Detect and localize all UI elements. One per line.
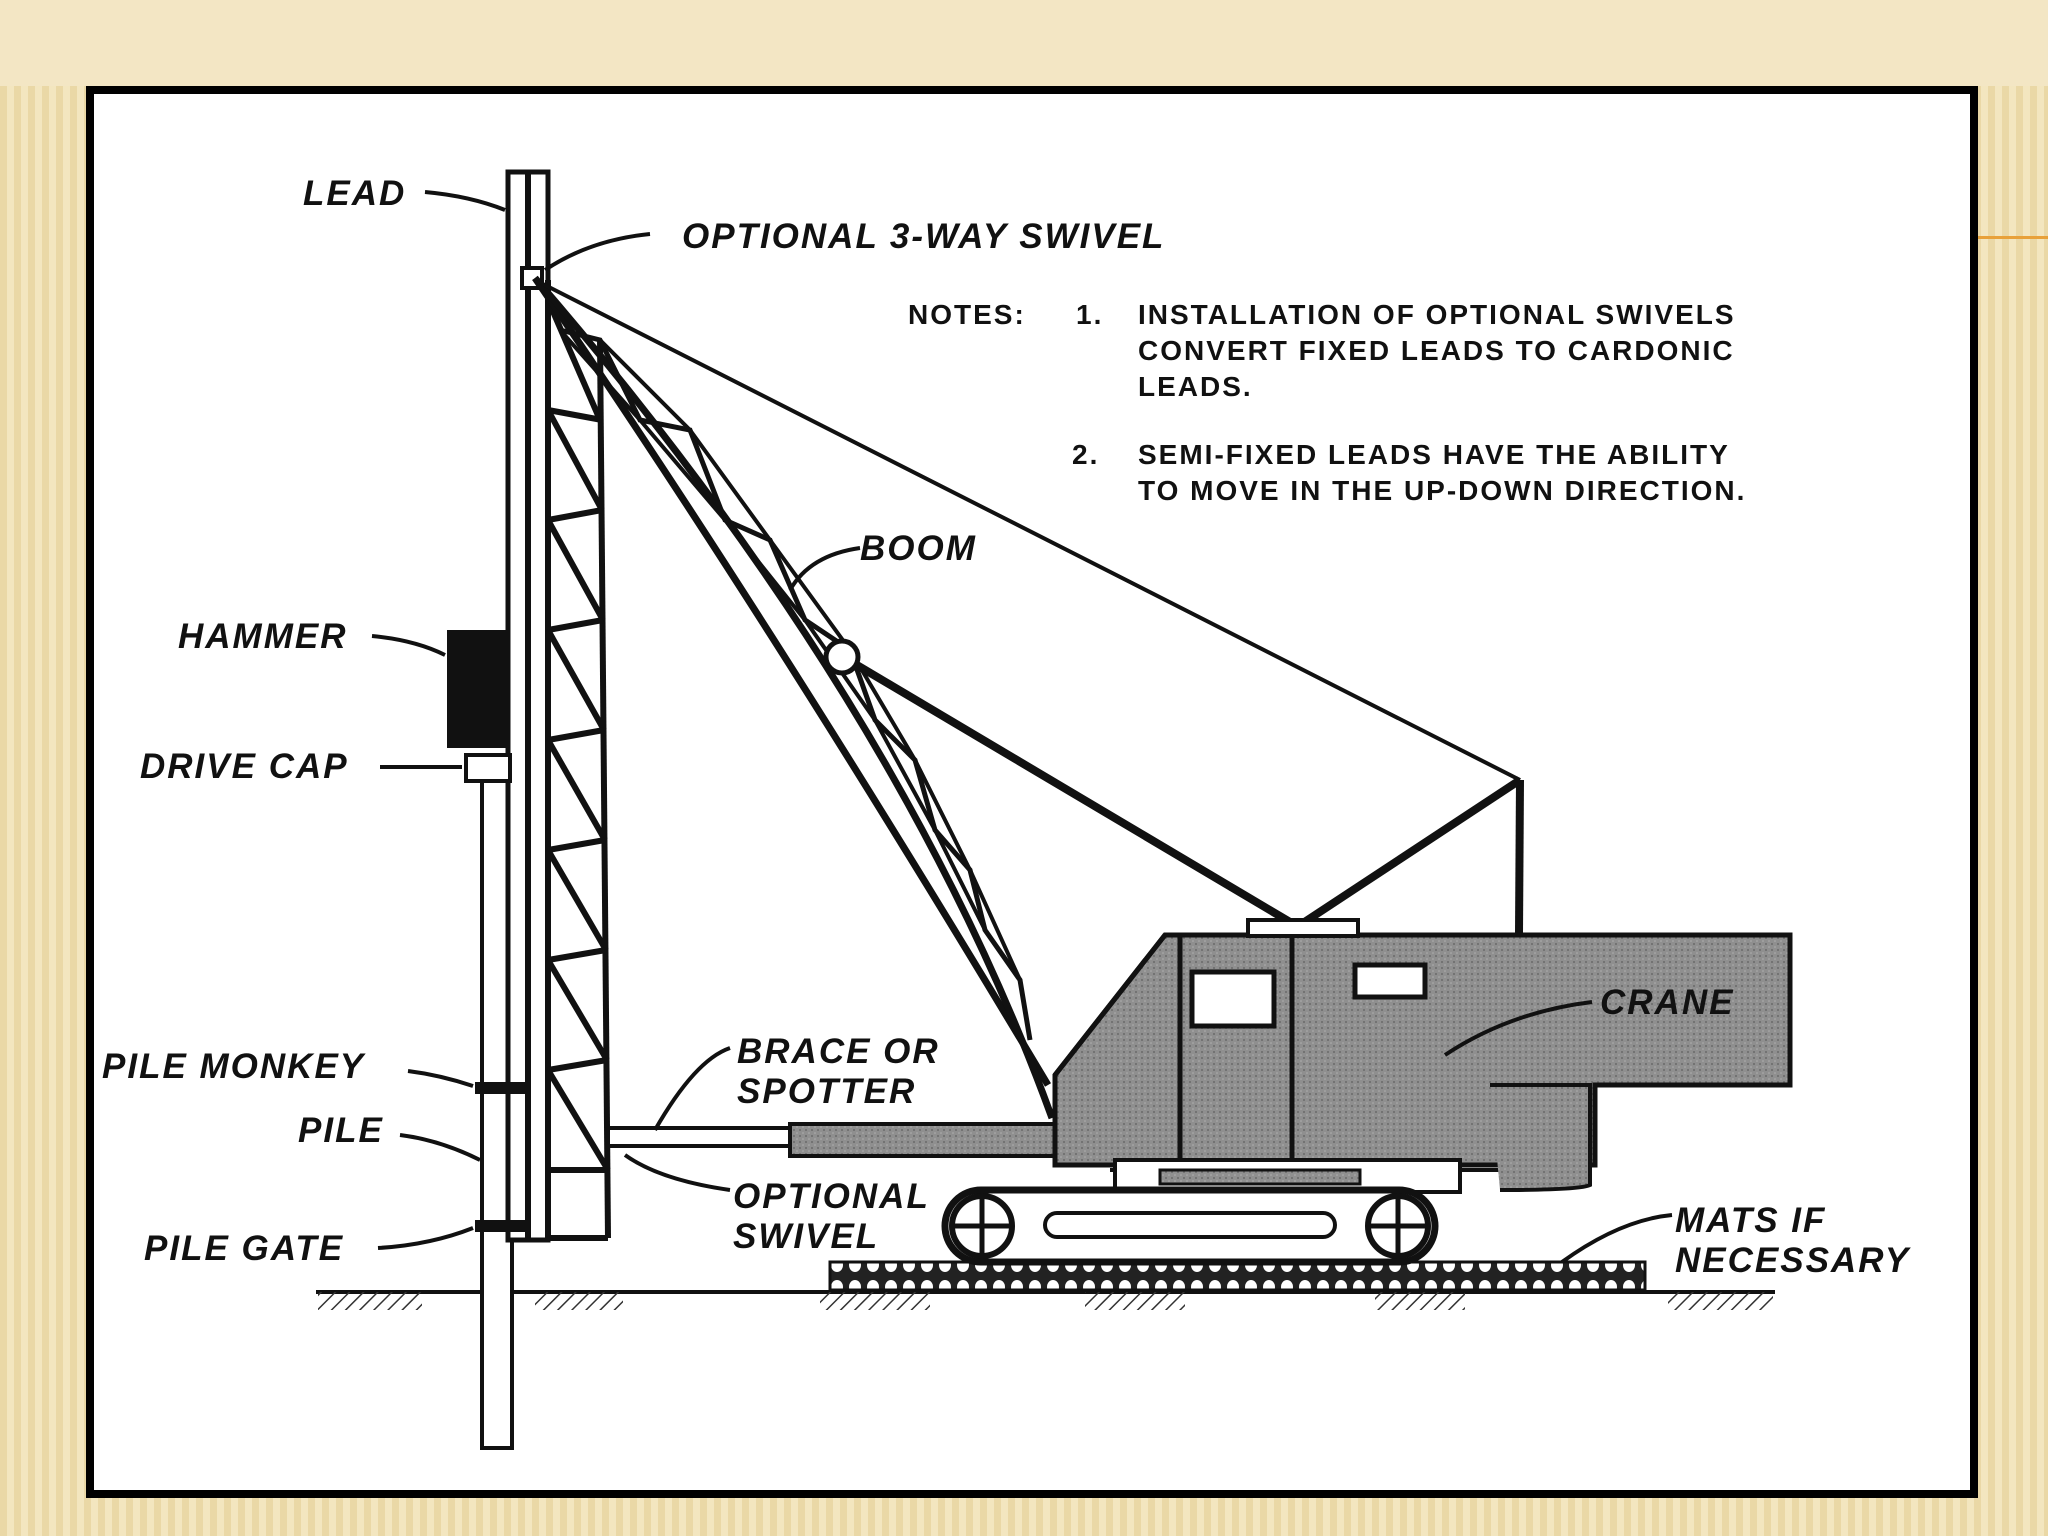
- crawler-tracks: [941, 1186, 1439, 1266]
- note-2-number: 2.: [1072, 439, 1099, 470]
- brace-spotter: [606, 1122, 1062, 1158]
- note-1-number: 1.: [1076, 299, 1103, 330]
- label-hammer: HAMMER: [178, 617, 347, 656]
- pile-gate-band: [475, 1220, 525, 1232]
- leader-lines: [371, 190, 1673, 1264]
- label-optional: OPTIONAL: [733, 1177, 930, 1216]
- note-1-line-2: CONVERT FIXED LEADS TO CARDONIC: [1138, 335, 1735, 366]
- pendant-line: [534, 278, 1521, 782]
- note-1-line-1: INSTALLATION OF OPTIONAL SWIVELS: [1138, 299, 1736, 330]
- notes-block: NOTES: 1. INSTALLATION OF OPTIONAL SWIVE…: [908, 299, 1746, 506]
- slide-accent-line: [1965, 236, 2048, 239]
- note-1-line-3: LEADS.: [1138, 371, 1253, 402]
- boom: [532, 275, 1056, 1120]
- label-optional-3-way-swivel: OPTIONAL 3-WAY SWIVEL: [682, 217, 1165, 256]
- slide-top-band: [0, 0, 2048, 86]
- label-pile-gate: PILE GATE: [144, 1229, 344, 1268]
- label-mats-if: MATS IF: [1675, 1201, 1826, 1240]
- label-swivel: SWIVEL: [733, 1217, 879, 1256]
- label-necessary: NECESSARY: [1675, 1241, 1911, 1280]
- label-crane: CRANE: [1600, 983, 1734, 1022]
- label-spotter: SPOTTER: [737, 1072, 916, 1111]
- lead-lattice: [545, 280, 611, 1241]
- note-2-line-2: TO MOVE IN THE UP-DOWN DIRECTION.: [1138, 475, 1746, 506]
- label-pile-monkey: PILE MONKEY: [102, 1047, 366, 1086]
- pile-monkey: [475, 1082, 525, 1094]
- ground: [316, 1290, 1775, 1310]
- mats: [828, 1260, 1647, 1292]
- label-lead: LEAD: [303, 174, 406, 213]
- note-2-line-1: SEMI-FIXED LEADS HAVE THE ABILITY: [1138, 439, 1730, 470]
- label-drive-cap: DRIVE CAP: [140, 747, 349, 786]
- label-pile: PILE: [298, 1111, 384, 1150]
- notes-heading: NOTES:: [908, 299, 1026, 330]
- drive-cap: [464, 753, 512, 783]
- label-brace-or: BRACE OR: [737, 1032, 940, 1071]
- crane: [1052, 918, 1793, 1194]
- callout-labels: LEAD OPTIONAL 3-WAY SWIVEL BOOM HAMMER D…: [102, 174, 1911, 1280]
- label-boom: BOOM: [860, 529, 977, 568]
- hammer: [447, 630, 509, 748]
- lead-mast: [505, 169, 551, 1243]
